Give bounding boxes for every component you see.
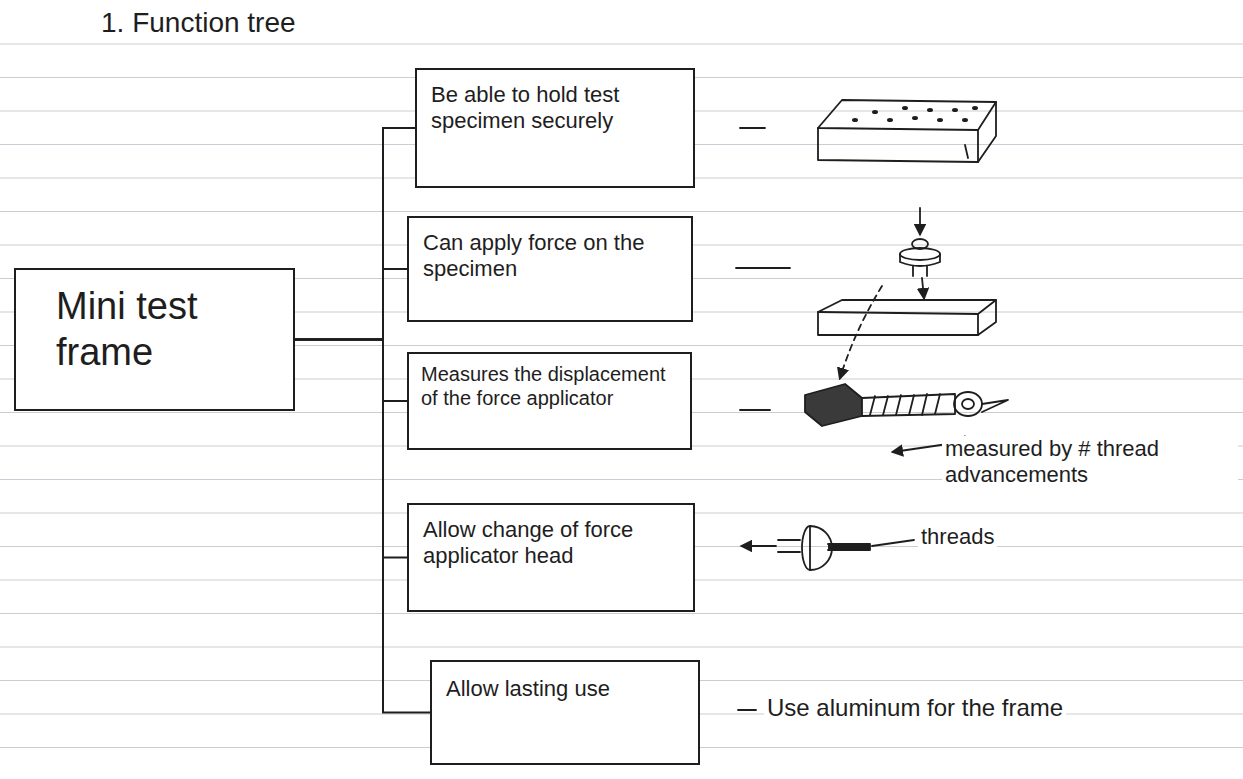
note-label: threads <box>918 524 997 550</box>
function-box: Allow lasting use <box>430 660 700 765</box>
dash <box>740 127 765 129</box>
box-text: Allow lasting use <box>446 676 688 702</box>
tree-branch <box>295 340 407 402</box>
specimen-plate <box>818 300 996 335</box>
box-text: Be able to hold test specimen securely <box>431 82 683 135</box>
function-box: Be able to hold test specimen securely <box>415 68 695 188</box>
dash <box>736 267 790 269</box>
force-applicator <box>900 208 940 298</box>
tree-branch <box>295 340 407 558</box>
note-label: Use aluminum for the frame <box>764 694 1066 723</box>
tree-branch <box>295 128 415 340</box>
dash <box>740 409 770 411</box>
root-box: Mini test frame <box>14 268 295 411</box>
tree-branch <box>295 269 407 340</box>
box-text: Mini test frame <box>56 284 283 375</box>
diagram-title: 1. Function tree <box>98 6 299 40</box>
note-label: measured by # thread advancements <box>942 436 1238 489</box>
box-text: Can apply force on the specimen <box>423 230 681 283</box>
function-box: Can apply force on the specimen <box>407 216 693 322</box>
leader-line <box>872 540 914 546</box>
function-box: Measures the displacement of the force a… <box>407 352 692 450</box>
specimen-block <box>818 100 996 162</box>
relation-arrow <box>840 286 882 378</box>
box-text: Measures the displacement of the force a… <box>421 362 680 410</box>
dash <box>738 709 756 711</box>
box-text: Allow change of force applicator head <box>423 517 683 570</box>
applicator-head <box>742 526 914 570</box>
function-box: Allow change of force applicator head <box>407 503 695 612</box>
